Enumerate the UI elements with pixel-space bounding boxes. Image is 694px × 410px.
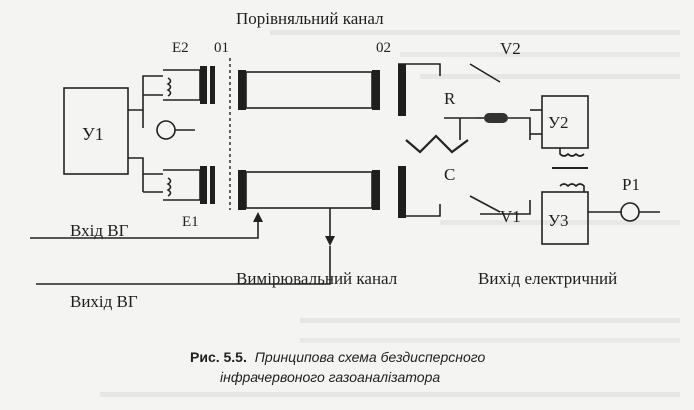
- measuring-cell: [238, 170, 380, 210]
- caption-line1: Принципова схема бездисперсного: [255, 349, 486, 365]
- e2-label: E2: [172, 40, 189, 56]
- measuring-channel-label: Вимірювальний канал: [236, 269, 398, 288]
- port-01-label: 01: [214, 40, 229, 56]
- background-texture: [100, 30, 680, 397]
- gas-flow-arrows: [30, 208, 335, 285]
- detector-chamber: [398, 63, 531, 218]
- e1-label: E1: [182, 214, 199, 230]
- comparison-channel-label: Порівняльний канал: [236, 9, 384, 28]
- transformer-secondary-icon: [559, 183, 585, 192]
- emitter-e2: [163, 66, 215, 104]
- y1-label: У1: [82, 124, 104, 144]
- p1-label: P1: [622, 175, 640, 194]
- block-y3: У3: [541, 183, 589, 245]
- p1-meter-icon: [620, 202, 640, 222]
- c-label: C: [444, 165, 455, 184]
- svg-text:Рис. 5.5. Принципова схе: Рис. 5.5. Принципова схема бездисперсног…: [190, 349, 485, 365]
- gas-output-label: Вихід ВГ: [70, 292, 138, 311]
- modulator-motor-icon: [156, 120, 176, 140]
- comparison-cell: [238, 70, 380, 110]
- caption-prefix: Рис. 5.5.: [190, 349, 247, 365]
- figure-caption: Рис. 5.5. Принципова схема бездисперсног…: [190, 349, 485, 385]
- y2-label: У2: [548, 113, 569, 132]
- resistor-r: [484, 113, 508, 123]
- v1-label: V1: [500, 207, 521, 226]
- v2-label: V2: [500, 39, 521, 58]
- caption-line2: інфрачервоного газоаналізатора: [220, 369, 440, 385]
- y1-wiring: [128, 75, 195, 193]
- r-label: R: [444, 89, 456, 108]
- indicator-p1: P1: [588, 175, 660, 222]
- gas-input-label: Вхід ВГ: [70, 221, 129, 240]
- transformer-primary-icon: [559, 148, 585, 157]
- electric-output-label: Вихід електричний: [478, 269, 617, 288]
- block-y2: У2: [530, 95, 589, 157]
- e1-coil-icon: [166, 177, 172, 197]
- port-02-label: 02: [376, 40, 391, 56]
- y3-label: У3: [548, 211, 569, 230]
- emitter-e1: [163, 166, 215, 204]
- block-y1: У1: [63, 87, 129, 175]
- e2-coil-icon: [166, 77, 172, 97]
